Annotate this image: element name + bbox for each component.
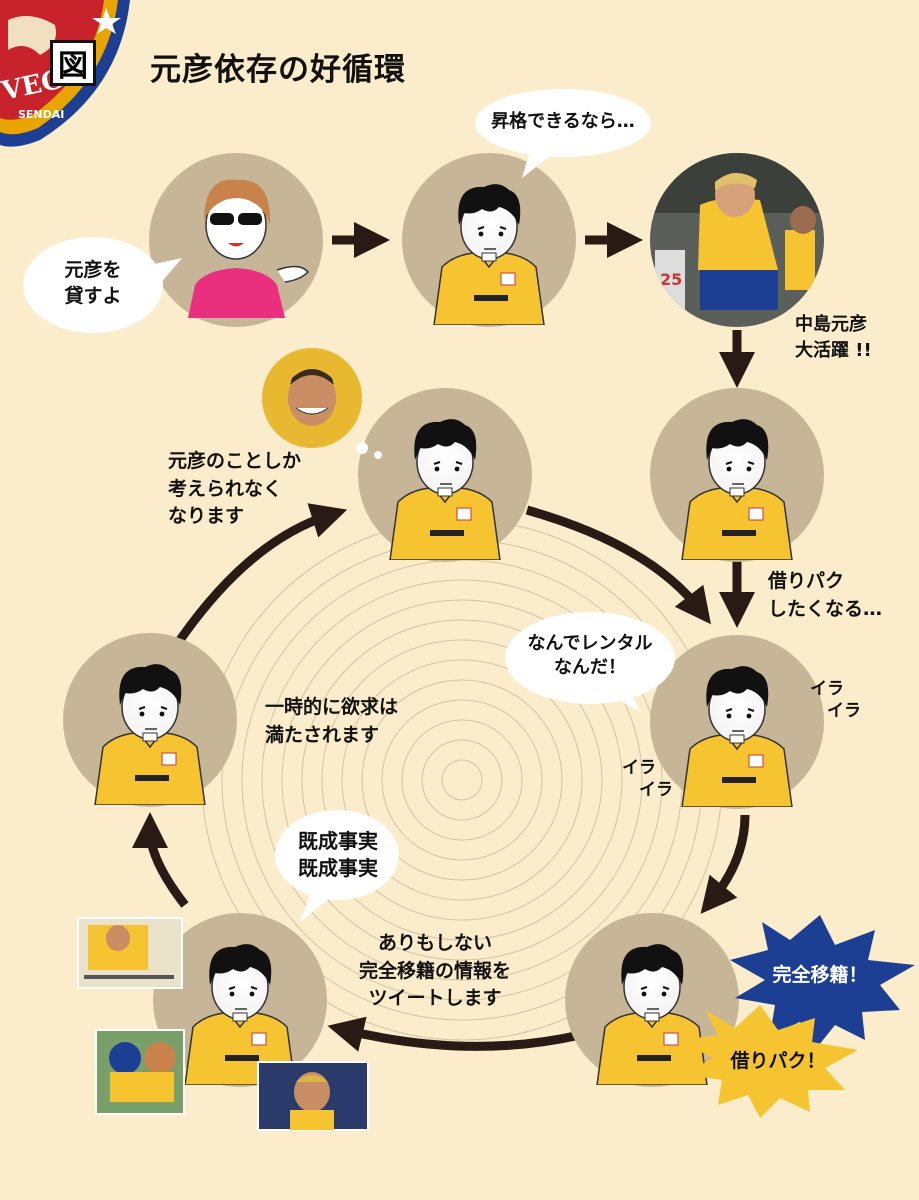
tweet-photo [77,917,369,1131]
fait-accompli-bubble-text: 既成事実 既成事実 [298,829,378,880]
borrow-burst [680,1005,858,1118]
want-borrow-label: 借りパク したくなる… [768,570,883,620]
player-face-photo [262,348,382,459]
irritation-label: イラ イラ [622,758,673,801]
think-only-label: 元彦のことしか 考えられなく なります [168,450,302,528]
page-title: 元彦依存の好循環 [150,52,406,88]
lend-bubble-text: 元彦を 貸すよ [64,259,122,307]
flow-arrows [132,222,755,1052]
satisfied-label: 一時的に欲求は 満たされます [265,696,399,746]
speech-bubbles [23,89,675,922]
promotion-bubble-text: 昇格できるなら… [491,111,635,132]
svg-text:25: 25 [660,270,682,289]
borrow-burst-text: 借りパク！ [730,1050,826,1072]
big-play-label: 中島元彦 大活躍 !! [795,314,872,362]
irritation-label: イラ イラ [810,679,861,722]
tweet-label: ありもしない 完全移籍の情報を ツイートします [358,932,511,1010]
figure-mark: 図 [50,40,96,86]
svg-text:SENDAI: SENDAI [18,108,64,121]
player-photo: 25 [650,153,824,327]
transfer-burst [730,915,915,1050]
why-rental-bubble-text: なんでレンタル なんだ！ [527,633,653,679]
transfer-burst-text: 完全移籍！ [772,964,868,986]
sunglasses-woman-icon [188,179,310,318]
